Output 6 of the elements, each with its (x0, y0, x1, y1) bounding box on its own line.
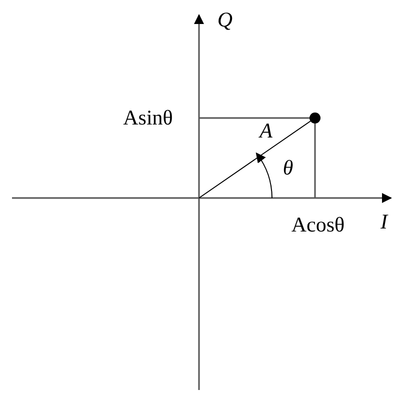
angle-label: θ (282, 158, 294, 178)
axis-label: Q (217, 10, 233, 30)
component-label: Acosθ (291, 214, 345, 236)
amplitude-label: A (260, 120, 272, 142)
component-label: Asinθ (123, 108, 173, 128)
axis-label: I (380, 212, 388, 232)
